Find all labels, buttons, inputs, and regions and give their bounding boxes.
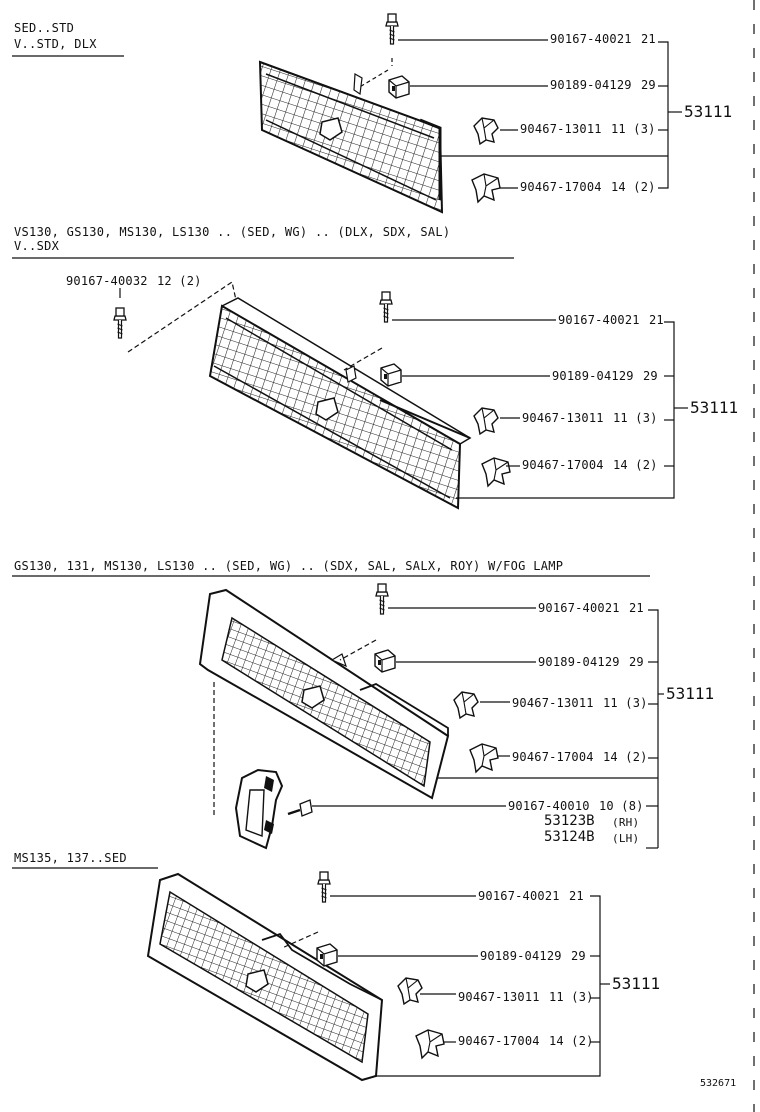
part-number: 90167-40032 [66,274,148,288]
part-qty: 29 [571,949,586,963]
part-qty: 21 [641,32,656,46]
part-qty: 10 (8) [599,799,644,813]
grille-2 [208,297,472,510]
part-number: 90467-13011 [522,411,604,425]
part-number: 90189-04129 [538,655,620,669]
screw-icon [287,799,313,817]
part-number: 90467-13011 [458,990,540,1004]
section-2-header-line-1: VS130, GS130, MS130, LS130 .. (SED, WG) … [14,225,451,239]
bolt-icon [317,871,331,903]
clip-icon [473,407,499,435]
part-number: 90189-04129 [480,949,562,963]
leader-lines-2 [119,288,688,499]
part-number: 90167-40021 [558,313,640,327]
part-qty: 29 [643,369,658,383]
section-1-header-line-2: V..STD, DLX [14,37,97,51]
document-number: 532671 [700,1078,737,1089]
assembly-ref: 53111 [666,684,715,703]
part-qty: 14 (2) [603,750,648,764]
part-qty: 29 [641,78,656,92]
extra-ref-side: (RH) [612,816,640,829]
bolt-icon [113,307,127,339]
clip-icon [453,691,479,719]
clip-icon [415,1029,445,1059]
part-qty: 21 [569,889,584,903]
dashed-guides-3 [213,639,377,818]
part-qty: 29 [629,655,644,669]
part-number: 90467-17004 [522,458,604,472]
part-qty: 21 [649,313,664,327]
grille-4 [146,872,384,1082]
extra-ref-rh: 53123B [544,813,595,829]
assembly-ref: 53111 [690,398,739,417]
clip-icon [469,743,499,773]
nut-icon [374,649,396,673]
clip-icon [397,977,423,1005]
section-1-header-line-1: SED..STD [14,21,75,35]
part-number: 90189-04129 [552,369,634,383]
part-qty: 11 (3) [549,990,594,1004]
clip-icon [471,173,501,203]
dashed-guides-4 [281,931,319,949]
bolt-icon [375,583,389,615]
grille-3 [198,588,450,800]
part-qty: 11 (3) [611,122,656,136]
fog-lamp-bracket [234,768,284,850]
extra-ref-lh: 53124B [544,829,595,845]
leader-lines-1 [398,39,682,189]
part-qty: 14 (2) [613,458,658,472]
section-2-header-line-2: V..SDX [14,239,60,253]
grille-1 [258,60,444,214]
part-number: 90167-40021 [538,601,620,615]
nut-icon [380,363,402,387]
part-number: 90467-13011 [520,122,602,136]
part-qty: 14 (2) [611,180,656,194]
part-number: 90167-40021 [550,32,632,46]
dashed-guides-2 [127,281,383,371]
part-qty: 12 (2) [157,274,202,288]
part-number: 90189-04129 [550,78,632,92]
part-number: 90467-13011 [512,696,594,710]
section-3-header-line-1: GS130, 131, MS130, LS130 .. (SED, WG) ..… [14,559,564,573]
part-number: 90167-40021 [478,889,560,903]
extra-ref-side: (LH) [612,832,640,845]
header-underlines [12,55,650,869]
bolt-icon [379,291,393,323]
clip-icon [473,117,499,145]
leader-lines-4 [330,895,610,1077]
bolt-icon [385,13,399,45]
clip-icon [481,457,511,487]
part-number: 90467-17004 [458,1034,540,1048]
assembly-ref: 53111 [612,974,661,993]
leader-lines-3 [312,607,664,849]
section-4-header-line-1: MS135, 137..SED [14,851,127,865]
part-qty: 11 (3) [603,696,648,710]
part-qty: 11 (3) [613,411,658,425]
part-qty: 14 (2) [549,1034,594,1048]
assembly-ref: 53111 [684,102,733,121]
nut-icon [316,943,338,967]
part-number: 90167-40010 [508,799,590,813]
part-qty: 21 [629,601,644,615]
nut-icon [388,75,410,99]
part-number: 90467-17004 [512,750,594,764]
part-number: 90467-17004 [520,180,602,194]
